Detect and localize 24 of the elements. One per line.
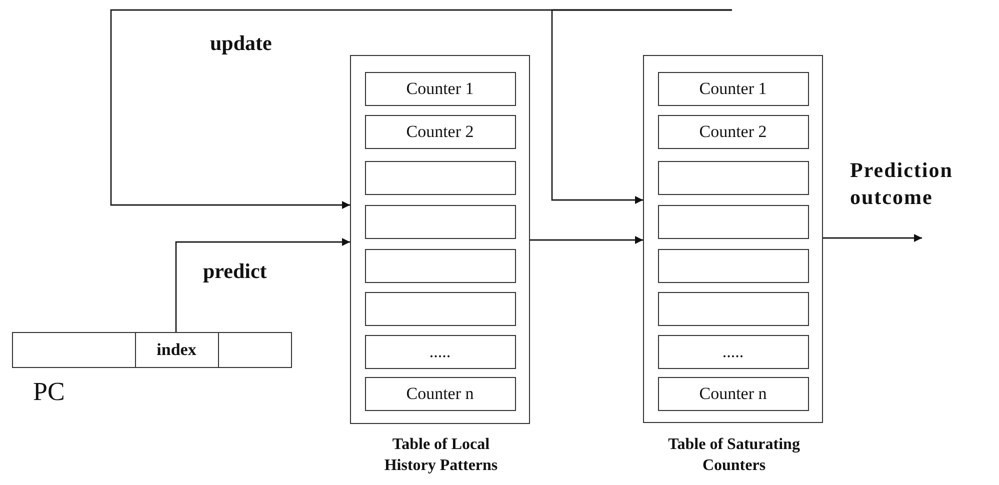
counter-slot: Counter 1 xyxy=(658,72,808,106)
arrow xyxy=(175,238,350,332)
index-field: index xyxy=(134,332,218,368)
empty-slot xyxy=(658,248,808,282)
counter-slot: Counter n xyxy=(364,376,516,410)
empty-slot xyxy=(658,204,808,238)
pc-label: PC xyxy=(33,381,66,402)
counter-slot: Counter 2 xyxy=(658,114,808,148)
empty-slot xyxy=(364,160,516,194)
table-title: Table of Saturating Counters xyxy=(667,435,801,476)
counter-slot: Counter 1 xyxy=(364,72,516,106)
empty-slot xyxy=(658,292,808,326)
empty-slot xyxy=(364,248,516,282)
arrow xyxy=(530,236,643,244)
counter-slot: Counter 2 xyxy=(364,114,516,148)
counter-slot: ..... xyxy=(658,334,808,368)
table-title: Table of Local History Patterns xyxy=(383,435,499,476)
arrow xyxy=(551,9,732,204)
counter-slot: ..... xyxy=(364,334,516,368)
counter-slot: Counter n xyxy=(658,376,808,410)
empty-slot xyxy=(364,292,516,326)
arrow xyxy=(823,234,922,242)
empty-slot xyxy=(364,204,516,238)
empty-slot xyxy=(658,160,808,194)
